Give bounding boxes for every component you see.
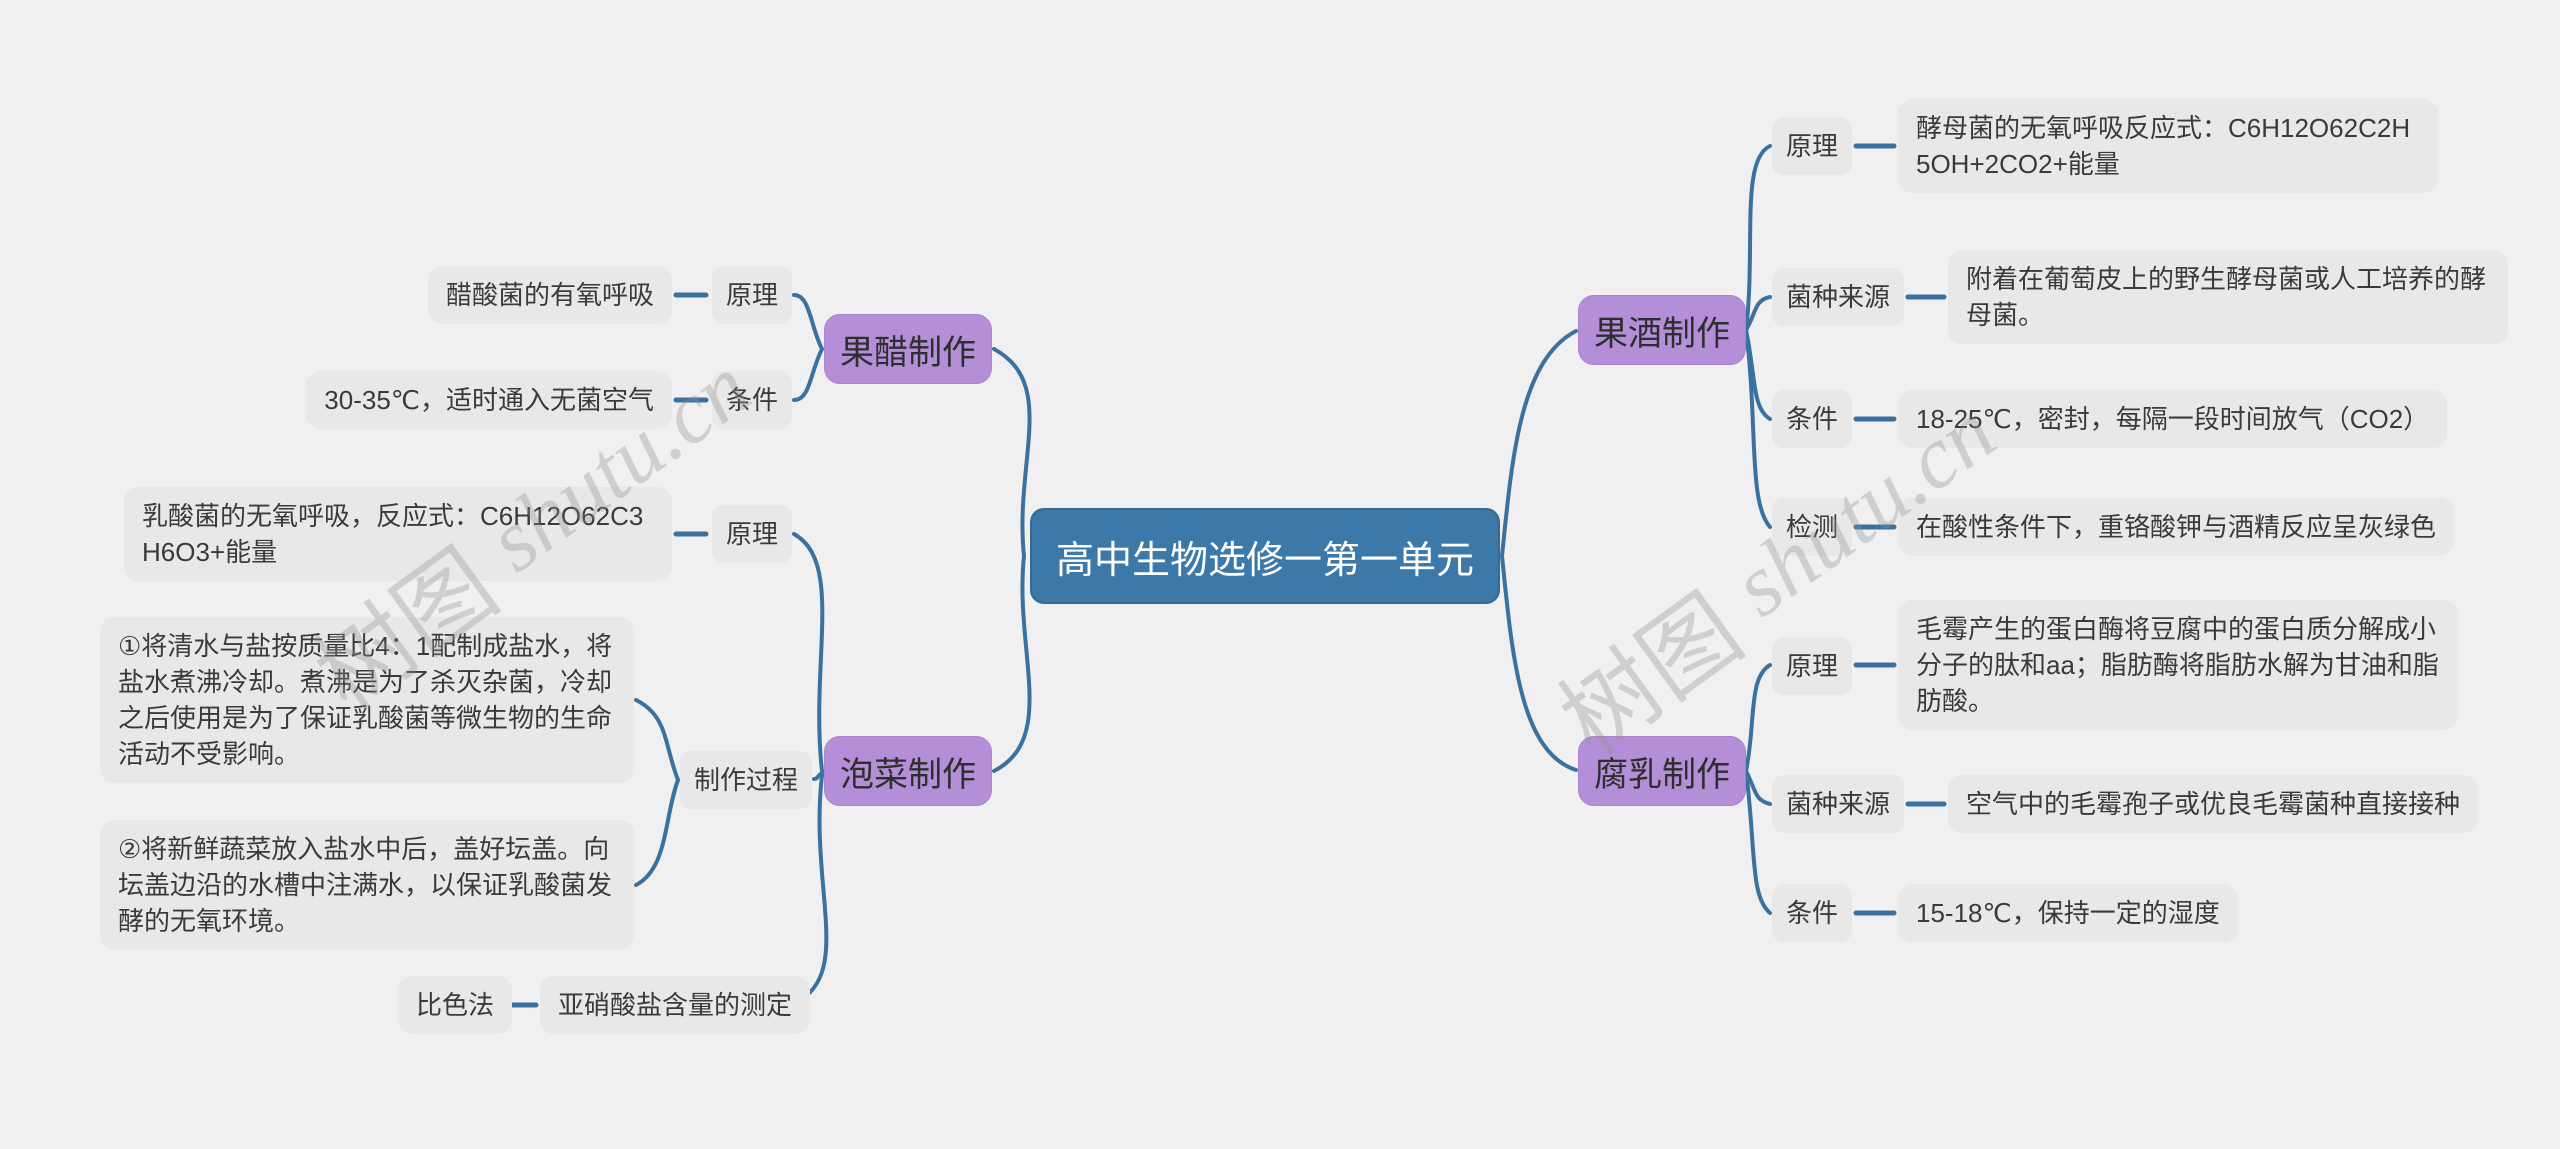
label-node-wine-condition[interactable]: 条件 (1772, 390, 1853, 448)
label-node-tofu-condition[interactable]: 条件 (1772, 884, 1853, 942)
label-node-wine-detection[interactable]: 检测 (1772, 498, 1853, 556)
content-node-vinegar-principle[interactable]: 醋酸菌的有氧呼吸 (427, 266, 672, 324)
content-node-wine-principle[interactable]: 酵母菌的无氧呼吸反应式：C6H12O62C2H5OH+2CO2+能量 (1898, 99, 2438, 193)
content-node-wine-detection[interactable]: 在酸性条件下，重铬酸钾与酒精反应呈灰绿色 (1898, 498, 2455, 556)
label-node-pickles-process[interactable]: 制作过程 (679, 751, 812, 809)
label-node-wine-strain-source[interactable]: 菌种来源 (1772, 268, 1905, 326)
content-node-tofu-strain-source[interactable]: 空气中的毛霉孢子或优良毛霉菌种直接接种 (1948, 775, 2479, 833)
content-node-pickles-step2[interactable]: ②将新鲜蔬菜放入盐水中后，盖好坛盖。向坛盖边沿的水槽中注满水，以保证乳酸菌发酵的… (100, 820, 634, 950)
label-node-vinegar-principle[interactable]: 原理 (711, 266, 792, 324)
label-node-pickles-principle[interactable]: 原理 (711, 505, 792, 563)
label-node-vinegar-condition[interactable]: 条件 (711, 371, 792, 429)
branch-node-fermented-tofu[interactable]: 腐乳制作 (1578, 736, 1746, 806)
content-node-wine-condition[interactable]: 18-25℃，密封，每隔一段时间放气（CO2） (1898, 390, 2448, 448)
content-node-tofu-principle[interactable]: 毛霉产生的蛋白酶将豆腐中的蛋白质分解成小分子的肽和aa；脂肪酶将脂肪水解为甘油和… (1898, 600, 2458, 730)
content-node-colorimetric-method[interactable]: 比色法 (398, 976, 513, 1034)
central-topic-node[interactable]: 高中生物选修一第一单元 (1030, 508, 1500, 604)
label-node-tofu-principle[interactable]: 原理 (1772, 637, 1853, 695)
content-node-wine-strain-source[interactable]: 附着在葡萄皮上的野生酵母菌或人工培养的酵母菌。 (1948, 250, 2508, 344)
branch-node-pickles[interactable]: 泡菜制作 (824, 736, 992, 806)
branch-node-fruit-wine[interactable]: 果酒制作 (1578, 295, 1746, 365)
content-node-tofu-condition[interactable]: 15-18℃，保持一定的湿度 (1898, 884, 2238, 942)
label-node-nitrite-measurement[interactable]: 亚硝酸盐含量的测定 (540, 976, 811, 1034)
content-node-pickles-principle[interactable]: 乳酸菌的无氧呼吸，反应式：C6H12O62C3H6O3+能量 (124, 487, 672, 581)
label-node-wine-principle[interactable]: 原理 (1772, 117, 1853, 175)
branch-node-fruit-vinegar[interactable]: 果醋制作 (824, 314, 992, 384)
content-node-vinegar-condition[interactable]: 30-35℃，适时通入无菌空气 (306, 371, 672, 429)
label-node-tofu-strain-source[interactable]: 菌种来源 (1772, 775, 1905, 833)
content-node-pickles-step1[interactable]: ①将清水与盐按质量比4：1配制成盐水，将盐水煮沸冷却。煮沸是为了杀灭杂菌，冷却之… (100, 617, 634, 783)
